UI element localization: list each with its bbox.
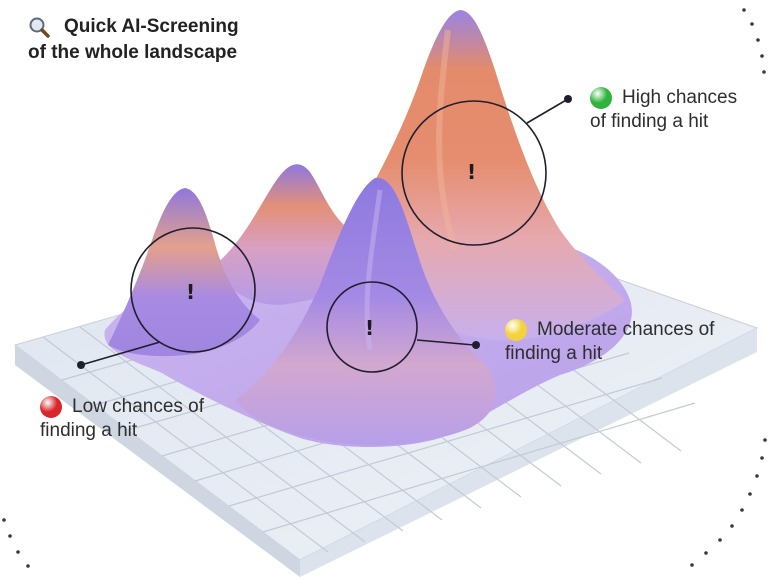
leader-line-low: [80, 341, 161, 366]
title-line-2: of the whole landscape: [28, 42, 238, 63]
leader-dot-moderate: [472, 341, 480, 349]
label-high-line-1: High chances: [622, 87, 738, 108]
label-high: High chances of finding a hit: [590, 86, 737, 134]
label-low-line-2: finding a hit: [40, 420, 138, 441]
label-low-line-1: Low chances of: [72, 396, 205, 417]
screen-circle-low: [130, 227, 256, 353]
peak-low: [108, 188, 260, 357]
marker-low: !: [186, 280, 196, 304]
title-line-1: Quick AI-Screening: [64, 16, 239, 37]
green-dot-icon: [590, 86, 612, 109]
red-dot-icon: [40, 395, 62, 418]
leader-line-high: [526, 98, 569, 124]
figure-title: Quick AI-Screening of the whole landscap…: [28, 14, 239, 66]
leader-dot-low: [77, 361, 85, 369]
yellow-dot-icon: [505, 318, 527, 341]
screen-circle-moderate: [326, 281, 418, 373]
magnifier-icon: [29, 17, 50, 38]
label-low: Low chances of finding a hit: [40, 395, 204, 443]
screen-circle-high: [401, 100, 547, 246]
leader-line-moderate: [416, 339, 475, 346]
label-high-line-2: of finding a hit: [590, 111, 709, 132]
label-moderate-line-1: Moderate chances of: [537, 319, 715, 340]
label-moderate-line-2: finding a hit: [505, 343, 603, 364]
decor-dots: [2, 8, 767, 568]
marker-moderate: !: [365, 316, 375, 340]
label-moderate: Moderate chances of finding a hit: [505, 318, 714, 366]
marker-high: !: [467, 160, 477, 184]
leader-dot-high: [564, 95, 572, 103]
